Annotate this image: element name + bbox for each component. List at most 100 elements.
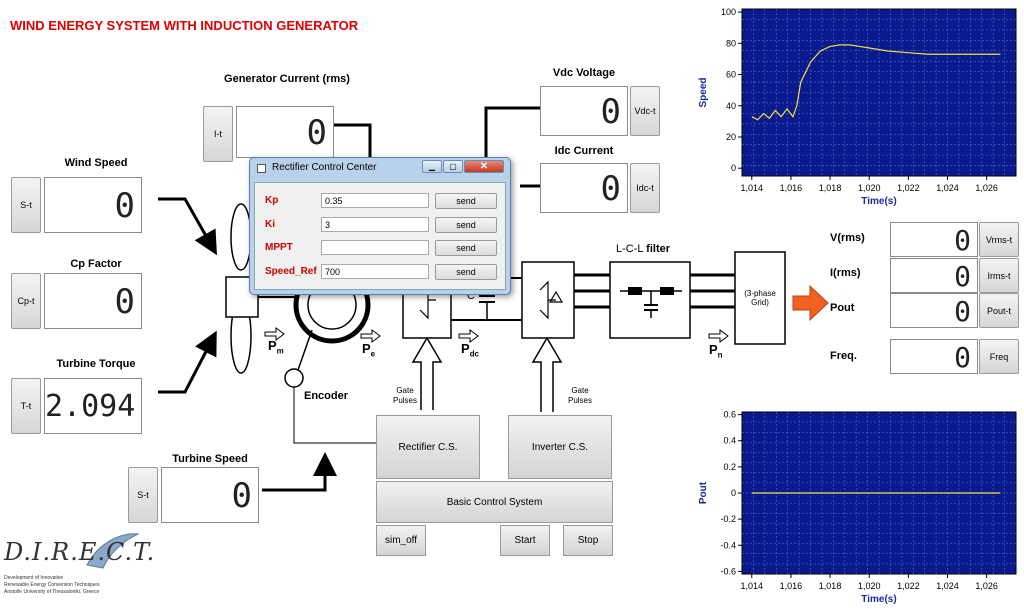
x-tick-label: 1,024 [936,581,959,591]
y-tick-label: 0.2 [723,462,736,472]
freq-label: Freq. [830,350,857,362]
x-axis-label: Time(s) [861,594,896,605]
basic-control-system-button[interactable]: Basic Control System [376,481,613,523]
mppt-label: MPPT [265,242,293,253]
maximize-button[interactable]: ▢ [443,160,463,173]
ki-input[interactable]: 3 [321,217,429,232]
freq-display: 0 [890,339,978,374]
x-tick-label: 1,018 [819,581,842,591]
y-tick-label: 40 [726,101,736,111]
y-tick-label: 60 [726,70,736,80]
y-tick-label: 0 [731,488,736,498]
wind-speed-display: 0 [44,177,142,233]
rectifier-cs-button[interactable]: Rectifier C.S. [376,415,480,479]
stop-button[interactable]: Stop [563,525,613,556]
turbine-speed-plot-button[interactable]: S-t [128,467,158,523]
logo-line1: Development of Innovative [4,575,64,581]
grid-label: (3-phase Grid) [744,289,776,307]
x-axis-label: Time(s) [861,196,896,207]
x-tick-label: 1,020 [858,581,881,591]
encoder-label: Encoder [304,390,349,402]
kp-label: Kp [265,195,279,206]
pm-label: Pm [268,338,284,356]
generator-current-plot-button[interactable]: I-t [203,106,233,162]
pe-label: Pe [362,341,376,359]
irms-plot-button[interactable]: Irms-t [979,258,1019,293]
x-tick-label: 1,014 [741,183,764,193]
kp-input[interactable]: 0.35 [321,193,429,208]
y-tick-label: -0.6 [720,566,736,576]
dialog-title: Rectifier Control Center [272,162,377,173]
wind-speed-label: Wind Speed [64,157,128,169]
ki-label: Ki [265,219,275,230]
gate-pulses-inverter: Gate Pulses [567,386,592,405]
pout-plot-button[interactable]: Pout-t [979,293,1019,328]
vdc-voltage-label: Vdc Voltage [552,67,616,79]
minimize-icon: ▁ [428,162,436,171]
x-tick-label: 1,024 [936,183,959,193]
y-tick-label: 0.6 [723,410,736,420]
y-tick-label: -0.2 [720,514,736,524]
dialog-body: Kp 0.35 send Ki 3 send MPPT send Speed_R… [254,182,506,290]
x-tick-label: 1,020 [858,183,881,193]
mppt-input[interactable] [321,240,429,255]
pout-label: Pout [830,302,855,314]
idc-current-label: Idc Current [554,145,614,157]
speed-ref-send-button[interactable]: send [435,264,497,280]
irms-label: I(rms) [830,267,861,279]
freq-plot-button[interactable]: Freq [979,339,1019,374]
app-title: WIND ENERGY SYSTEM WITH INDUCTION GENERA… [10,18,359,33]
vdc-voltage-display: 0 [540,86,628,136]
y-axis-label: Pout [698,481,709,504]
logo-line3: Aristotle University of Thessaloniki, Gr… [4,589,100,595]
y-tick-label: 80 [726,38,736,48]
generator-current-label: Generator Current (rms) [224,73,350,85]
start-button[interactable]: Start [500,525,550,556]
close-button[interactable]: ✕ [464,160,504,173]
y-tick-label: 0 [731,163,736,173]
pn-label: Pn [709,342,723,360]
mppt-send-button[interactable]: send [435,240,497,256]
wind-speed-plot-button[interactable]: S-t [11,177,41,233]
turbine-speed-display: 0 [161,467,259,523]
y-tick-label: 100 [721,7,736,17]
ki-send-button[interactable]: send [435,217,497,233]
inverter-cs-button[interactable]: Inverter C.S. [508,415,612,479]
cp-factor-display: 0 [44,273,142,329]
logo-line2: Renewable Energy Conversion Techniques [4,582,100,588]
x-tick-label: 1,026 [975,581,998,591]
generator-current-display: 0 [236,106,334,158]
vrms-label: V(rms) [830,232,865,244]
cp-factor-plot-button[interactable]: Cp-t [11,273,41,329]
close-icon: ✕ [479,161,489,172]
vrms-plot-button[interactable]: Vrms-t [979,222,1019,257]
filter-label: L-C-L filter [616,243,671,255]
cp-factor-label: Cp Factor [70,258,122,270]
turbine-torque-display: 2.094 [44,378,142,434]
idc-current-plot-button[interactable]: Idc-t [630,163,660,213]
vdc-voltage-plot-button[interactable]: Vdc-t [630,86,660,136]
kp-send-button[interactable]: send [435,193,497,209]
x-tick-label: 1,022 [897,581,920,591]
direct-logo: D.I.R.E.C.T. [4,538,156,566]
maximize-icon: ▢ [449,162,457,171]
turbine-torque-plot-button[interactable]: T-t [11,378,41,434]
x-tick-label: 1,016 [780,183,803,193]
direct-logo-swoosh [86,533,140,569]
y-tick-label: 20 [726,132,736,142]
turbine-speed-label: Turbine Speed [172,453,248,465]
y-axis-label: Speed [698,77,709,107]
sim-off-button[interactable]: sim_off [376,525,426,556]
capacitor-label: C [467,290,475,302]
x-tick-label: 1,014 [741,581,764,591]
gate-pulses-rectifier: Gate Pulses [392,386,417,405]
x-tick-label: 1,026 [975,183,998,193]
speed-ref-input[interactable]: 700 [321,264,429,279]
y-tick-label: -0.4 [720,540,736,550]
rectifier-control-dialog: Rectifier Control Center ▁ ▢ ✕ Kp 0.35 s… [249,157,511,295]
x-tick-label: 1,018 [819,183,842,193]
minimize-button[interactable]: ▁ [422,160,442,173]
